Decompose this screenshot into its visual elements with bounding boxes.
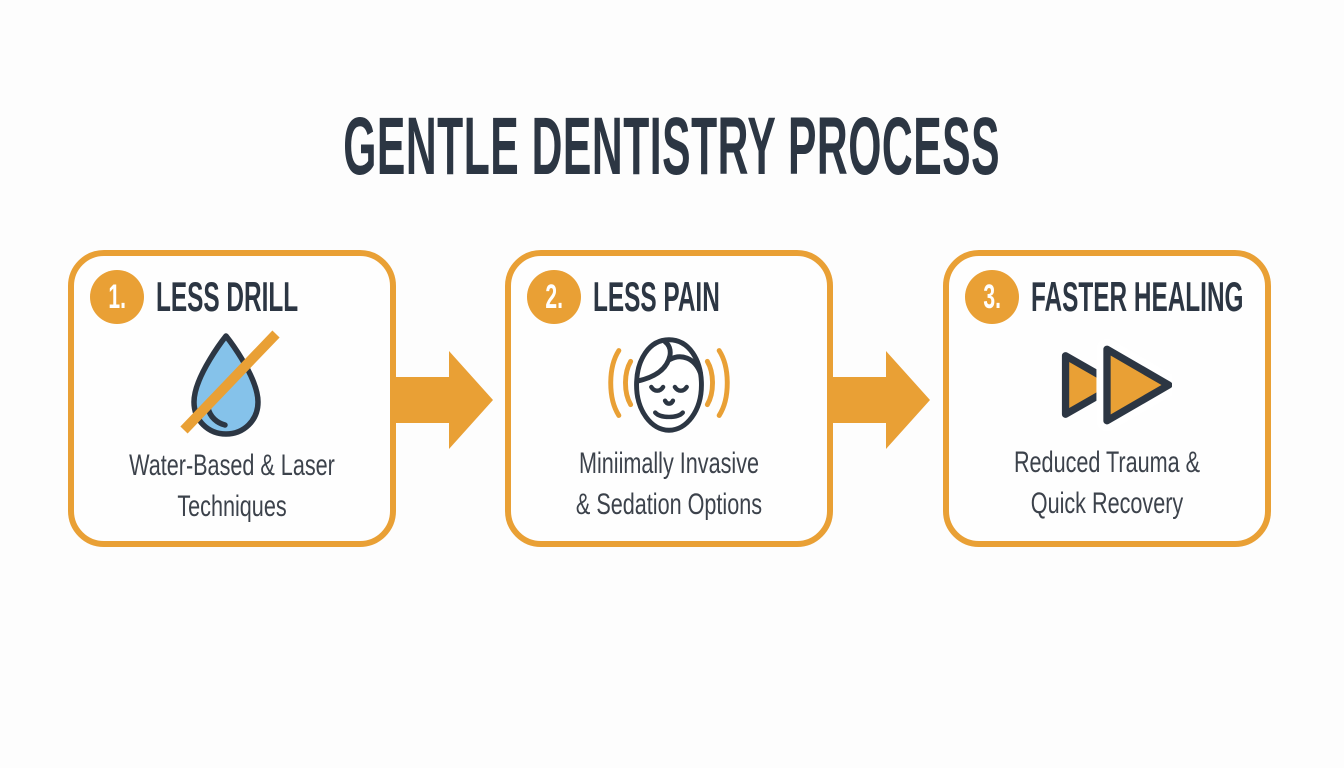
fast-forward-icon (949, 324, 1265, 443)
water-drop-no-drill-svg (180, 330, 280, 437)
step-2-description: Miniimally Invasive & Sedation Options (575, 447, 763, 521)
flow-arrow-right-icon (396, 348, 496, 452)
step-3-title: FASTER HEALING (1031, 273, 1244, 320)
step-3-description: Reduced Trauma & Quick Recovery (1013, 446, 1201, 521)
step-2-title: LESS PAIN (593, 273, 720, 320)
step-2-number: 2. (545, 278, 563, 316)
water-drop-no-drill-icon (74, 324, 390, 446)
step-3-number: 3. (983, 278, 1001, 316)
calm-face-svg (608, 337, 730, 433)
calm-face-sedation-icon (511, 324, 827, 444)
step-1-description: Water-Based & Laser Techniques (129, 449, 335, 523)
step-2-header: 2. LESS PAIN (511, 256, 827, 324)
step-1-header: 1. LESS DRILL (74, 256, 390, 324)
step-1-number: 1. (108, 278, 126, 316)
step-2-number-badge: 2. (527, 270, 581, 324)
step-card-less-drill: 1. LESS DRILL Water-Based & Laser Techni… (68, 250, 396, 547)
step-3-number-badge: 3. (965, 270, 1019, 324)
step-1-title: LESS DRILL (156, 273, 299, 320)
right-arrow-svg (396, 351, 493, 449)
step-1-number-badge: 1. (90, 270, 144, 324)
right-arrow-svg (833, 351, 930, 449)
page-title: GENTLE DENTISTRY PROCESS (0, 101, 1344, 192)
fast-forward-svg (1061, 338, 1172, 432)
page-title-text: GENTLE DENTISTRY PROCESS (343, 101, 1001, 192)
step-3-header: 3. FASTER HEALING (949, 256, 1265, 324)
step-card-less-pain: 2. LESS PAIN (505, 250, 833, 547)
flow-arrow-right-icon (833, 348, 933, 452)
step-card-faster-healing: 3. FASTER HEALING Reduced Trauma & Quick… (943, 250, 1271, 547)
